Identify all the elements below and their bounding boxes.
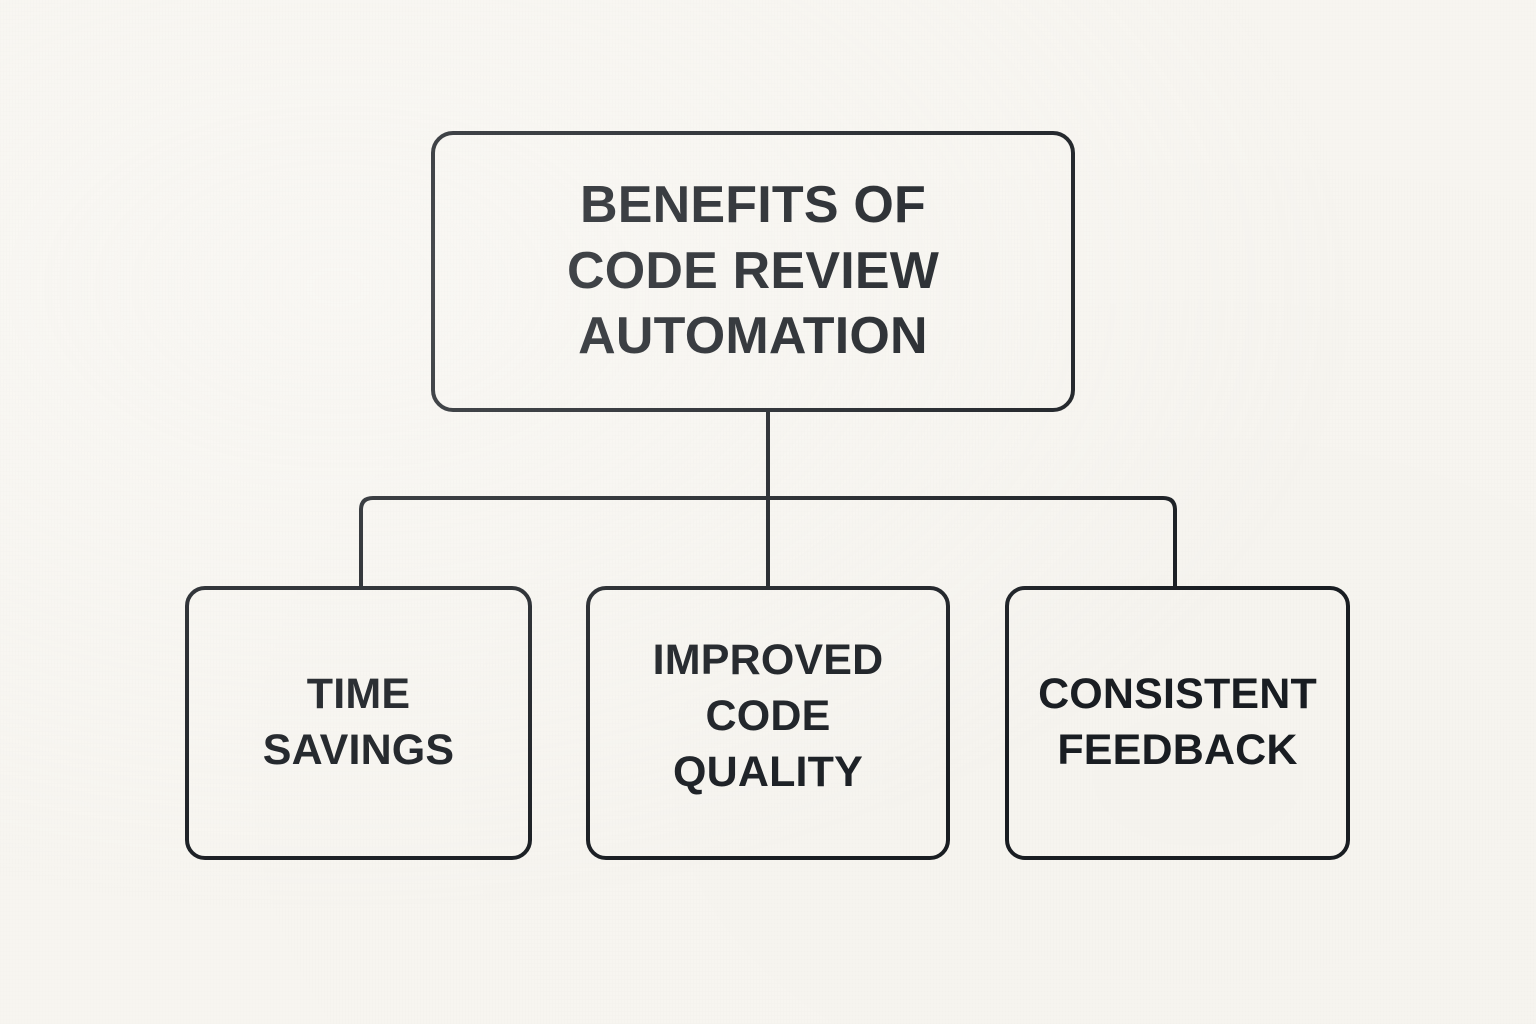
connector-bus-left [359,496,768,588]
node-benefits-of-code-review-automation[interactable]: BENEFITS OF CODE REVIEW AUTOMATION [431,131,1075,412]
node-time-savings[interactable]: TIME SAVINGS [185,586,532,860]
node-improved-code-quality[interactable]: IMPROVED CODE QUALITY [586,586,950,860]
node-consistent-feedback[interactable]: CONSISTENT FEEDBACK [1005,586,1350,860]
node-time-savings-label: TIME SAVINGS [262,670,455,774]
node-consistent-feedback-label: CONSISTENT FEEDBACK [1038,670,1317,774]
node-improved-code-quality-label: IMPROVED CODE QUALITY [652,636,884,796]
connector-bus-right [768,496,1177,588]
node-root-label: BENEFITS OF CODE REVIEW AUTOMATION [566,176,940,366]
